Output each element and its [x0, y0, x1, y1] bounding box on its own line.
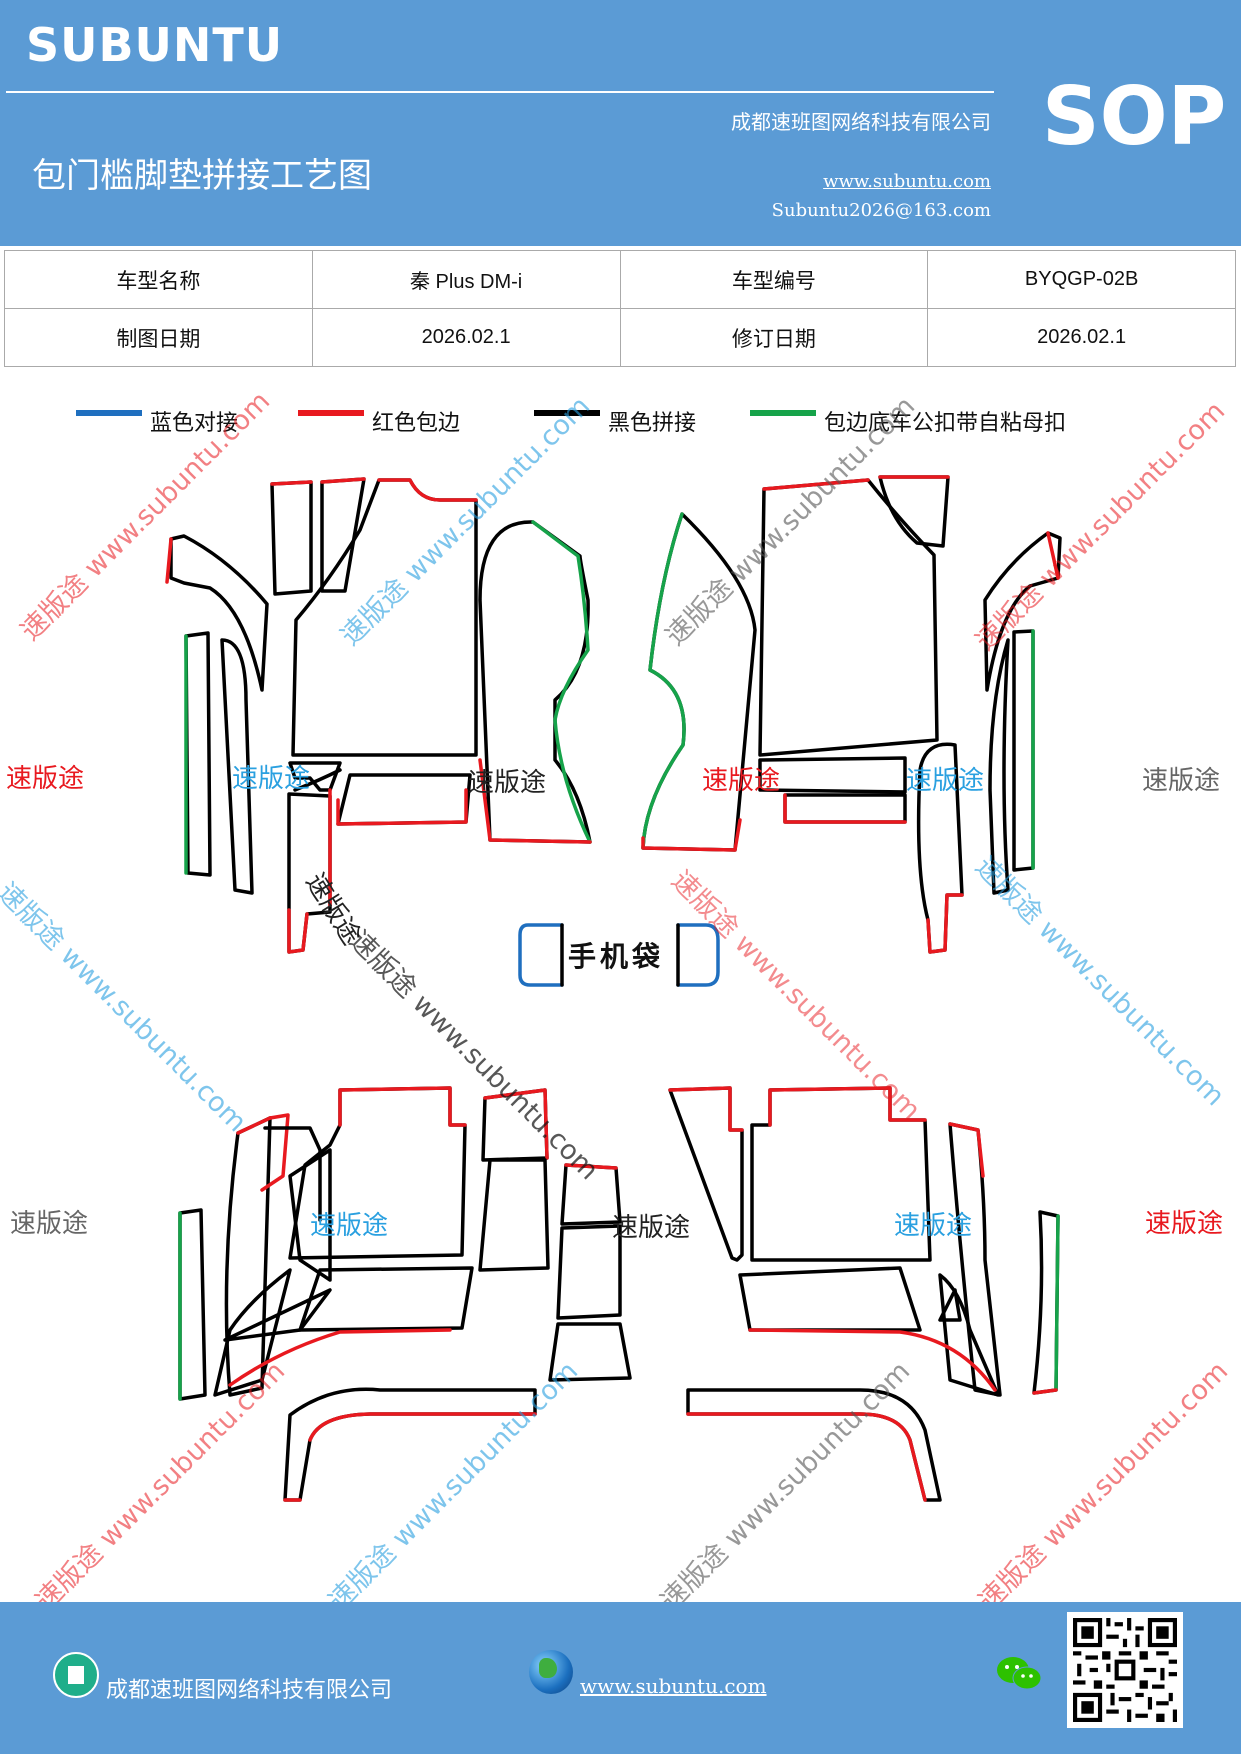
legend-label: 黑色拼接 [608, 411, 697, 436]
draw-date-label: 制图日期 [4, 308, 313, 367]
legend-item-black: 黑色拼接 [534, 405, 696, 437]
draw-date-value: 2026.02.1 [311, 308, 621, 367]
email-address: Subuntu2026@163.com [771, 200, 991, 221]
phone-bag-label: 手机袋 [568, 940, 665, 973]
legend-item-blue: 蓝色对接 [76, 405, 238, 437]
phone-bag [518, 923, 720, 987]
front-right-mat [641, 475, 1062, 954]
section-label: 速版途 [894, 1211, 973, 1241]
section-label: 速版途 [310, 1211, 389, 1241]
website-link[interactable]: www.subuntu.com [823, 171, 991, 192]
table-row: 制图日期 2026.02.1 修订日期 2026.02.1 [4, 308, 1236, 367]
front-left-mat [165, 477, 592, 954]
globe-icon [529, 1650, 573, 1694]
legend-swatch [534, 410, 600, 416]
rear-right-mat [668, 1086, 1060, 1502]
page-footer: 成都速班图网络科技有限公司 www.subuntu.com [0, 1602, 1241, 1754]
header-divider [6, 91, 994, 93]
document-title: 包门槛脚垫拼接工艺图 [32, 156, 372, 196]
wechat-icon[interactable] [995, 1654, 1043, 1694]
section-label: 速版途 [6, 764, 85, 794]
legend-label: 蓝色对接 [150, 411, 239, 436]
revise-date-label: 修订日期 [619, 308, 929, 367]
footer-company: 成都速班图网络科技有限公司 [106, 1678, 393, 1703]
company-name: 成都速班图网络科技有限公司 [731, 110, 991, 134]
legend-item-red: 红色包边 [298, 405, 460, 437]
brand-logo: SUBUNTU [26, 18, 284, 72]
legend-item-green: 包边底车公扣带自粘母扣 [750, 405, 1066, 437]
vehicle-info-table: 车型名称 秦 Plus DM-i 车型编号 BYQGP-02B 制图日期 202… [4, 250, 1236, 367]
section-label: 速版途 [612, 1213, 691, 1243]
legend-swatch [750, 410, 816, 416]
section-label: 速版途 [10, 1209, 89, 1239]
table-row: 车型名称 秦 Plus DM-i 车型编号 BYQGP-02B [4, 250, 1236, 309]
legend-swatch [76, 410, 142, 416]
legend-label: 包边底车公扣带自粘母扣 [824, 411, 1067, 436]
section-label: 速版途 [702, 766, 781, 796]
company-icon [53, 1652, 99, 1698]
section-label: 速版途 [1145, 1209, 1224, 1239]
rear-center-mat [548, 1163, 632, 1382]
model-name-label: 车型名称 [4, 250, 313, 309]
rear-left-mat [178, 1086, 550, 1502]
qr-code [1067, 1612, 1183, 1728]
mat-pattern-diagram [165, 475, 1062, 1502]
revise-date-value: 2026.02.1 [927, 308, 1236, 367]
section-label: 速版途 [1142, 766, 1221, 796]
footer-website-link[interactable]: www.subuntu.com [580, 1674, 767, 1698]
model-name-value: 秦 Plus DM-i [311, 250, 621, 309]
legend-label: 红色包边 [372, 411, 461, 436]
model-code-label: 车型编号 [619, 250, 929, 309]
page-header: SUBUNTU 成都速班图网络科技有限公司 包门槛脚垫拼接工艺图 www.sub… [0, 0, 1241, 246]
section-label: 速版途 [232, 764, 311, 794]
model-code-value: BYQGP-02B [927, 250, 1236, 309]
sop-badge: SOP [1042, 70, 1227, 163]
section-label: 速版途 [906, 766, 985, 796]
legend-swatch [298, 410, 364, 416]
section-label: 速版途 [468, 768, 547, 798]
